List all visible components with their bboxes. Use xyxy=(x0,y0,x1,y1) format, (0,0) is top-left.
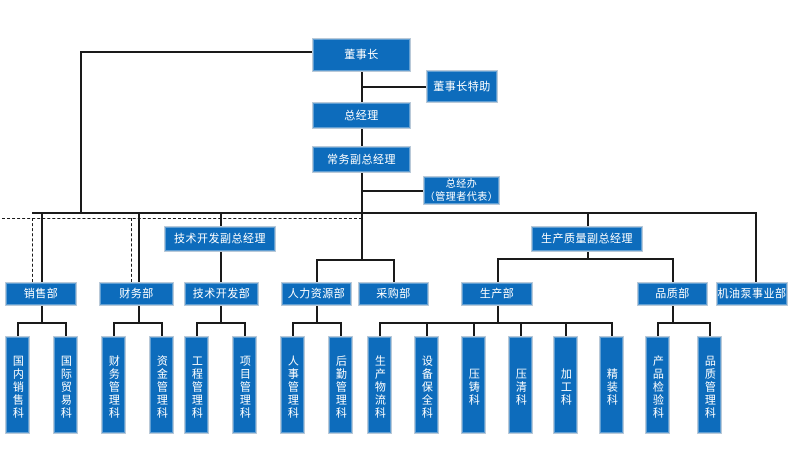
connector-sales-child1 xyxy=(17,322,19,336)
connector-tech-deputy-to-dept xyxy=(220,252,222,282)
connector-production-quality-bar xyxy=(497,258,673,260)
node-purchasing-dept[interactable]: 采购部 xyxy=(358,282,429,306)
connector-purchasing-drop xyxy=(393,259,395,282)
connector-techdev-bar xyxy=(196,322,244,324)
connector-production-child1 xyxy=(379,322,381,336)
connector-dashed-finance-drop xyxy=(131,218,132,282)
connector-hr-bar xyxy=(292,322,340,324)
connector-quality-child2 xyxy=(709,322,711,336)
node-gm-office-line2: （管理者代表） xyxy=(424,191,499,203)
node-chairman[interactable]: 董事长 xyxy=(312,38,411,72)
node-executive-deputy-gm[interactable]: 常务副总经理 xyxy=(312,146,411,173)
node-finance-dept[interactable]: 财务部 xyxy=(99,282,174,306)
connector-to-production-dept xyxy=(497,258,499,282)
connector-sales-child2 xyxy=(65,322,67,336)
node-production-logistics-section[interactable]: 生产物流科 xyxy=(367,336,392,434)
connector-bar-to-oilpump xyxy=(755,212,757,282)
node-hr-dept[interactable]: 人力资源部 xyxy=(281,282,352,306)
connector-chairman-left-top xyxy=(80,51,312,53)
connector-quality-child1 xyxy=(657,322,659,336)
connector-hr-child2 xyxy=(340,322,342,336)
connector-techdev-child1 xyxy=(196,322,198,336)
node-engineering-management-section[interactable]: 工程管理科 xyxy=(184,336,209,434)
connector-chairman-to-assistant xyxy=(361,86,426,88)
connector-quality-bar xyxy=(657,322,709,324)
connector-bar-to-tech-deputy xyxy=(220,212,222,226)
connector-finance-child1 xyxy=(113,322,115,336)
node-general-manager[interactable]: 总经理 xyxy=(312,102,411,129)
node-pressure-cleaning-section[interactable]: 压清科 xyxy=(508,336,533,434)
connector-finance-spine xyxy=(138,305,140,323)
connector-techdev-child2 xyxy=(244,322,246,336)
node-domestic-sales-section[interactable]: 国内销售科 xyxy=(5,336,30,434)
connector-production-bar xyxy=(379,322,611,324)
connector-finance-child2 xyxy=(161,322,163,336)
connector-executive-deputy-to-bar xyxy=(361,173,363,213)
node-die-casting-section[interactable]: 压铸科 xyxy=(461,336,486,434)
node-gm-office-line1: 总经办 xyxy=(445,178,478,190)
connector-chairman-left-down xyxy=(80,51,82,213)
connector-production-child2 xyxy=(426,322,428,336)
connector-main-bar xyxy=(32,212,756,214)
connector-bar-to-production-deputy xyxy=(587,212,589,226)
node-sales-dept[interactable]: 销售部 xyxy=(5,282,77,306)
connector-production-child4 xyxy=(520,322,522,336)
connector-bar-to-hr-purchasing xyxy=(361,212,363,260)
connector-hr-child1 xyxy=(292,322,294,336)
node-quality-management-section[interactable]: 品质管理科 xyxy=(697,336,722,434)
connector-sales-spine xyxy=(41,305,43,323)
node-personnel-management-section[interactable]: 人事管理科 xyxy=(280,336,305,434)
connector-finance-bar xyxy=(113,322,161,324)
connector-gm-to-executive-deputy xyxy=(361,129,363,146)
node-gm-office[interactable]: 总经办 （管理者代表） xyxy=(423,176,500,205)
node-logistics-management-section[interactable]: 后勤管理科 xyxy=(328,336,353,434)
connector-dashed-bar xyxy=(2,218,362,219)
connector-production-child3 xyxy=(473,322,475,336)
connector-production-deputy-spine xyxy=(587,252,589,259)
connector-hr-drop xyxy=(316,259,318,282)
node-international-trade-section[interactable]: 国际贸易科 xyxy=(53,336,78,434)
node-tech-dev-deputy-gm[interactable]: 技术开发副总经理 xyxy=(164,226,276,252)
connector-production-spine xyxy=(497,305,499,323)
connector-executive-deputy-to-gm-office xyxy=(361,190,423,192)
node-equipment-maintenance-section[interactable]: 设备保全科 xyxy=(414,336,439,434)
connector-bar-to-finance xyxy=(138,212,140,282)
node-quality-dept[interactable]: 品质部 xyxy=(637,282,708,306)
connector-bar-to-sales xyxy=(41,212,43,282)
node-financial-management-section[interactable]: 财务管理科 xyxy=(101,336,126,434)
connector-hr-spine xyxy=(316,305,318,323)
connector-hr-purchasing-bar xyxy=(316,259,394,261)
connector-sales-bar xyxy=(17,322,65,324)
connector-to-quality-dept xyxy=(672,258,674,282)
connector-techdev-spine xyxy=(220,305,222,323)
connector-quality-spine xyxy=(672,305,674,323)
node-oil-pump-division[interactable]: 机油泵事业部 xyxy=(716,282,788,306)
node-chairman-assistant[interactable]: 董事长特助 xyxy=(426,70,498,103)
node-fund-management-section[interactable]: 资金管理科 xyxy=(149,336,174,434)
node-tech-dev-dept[interactable]: 技术开发部 xyxy=(184,282,259,306)
connector-production-child6 xyxy=(611,322,613,336)
node-product-inspection-section[interactable]: 产品检验科 xyxy=(645,336,670,434)
connector-dashed-sales-drop xyxy=(32,218,33,282)
node-fine-assembly-section[interactable]: 精装科 xyxy=(599,336,624,434)
node-machining-section[interactable]: 加工科 xyxy=(553,336,578,434)
node-production-quality-deputy-gm[interactable]: 生产质量副总经理 xyxy=(531,226,643,252)
node-project-management-section[interactable]: 项目管理科 xyxy=(232,336,257,434)
node-production-dept[interactable]: 生产部 xyxy=(461,282,533,306)
connector-production-child5 xyxy=(565,322,567,336)
